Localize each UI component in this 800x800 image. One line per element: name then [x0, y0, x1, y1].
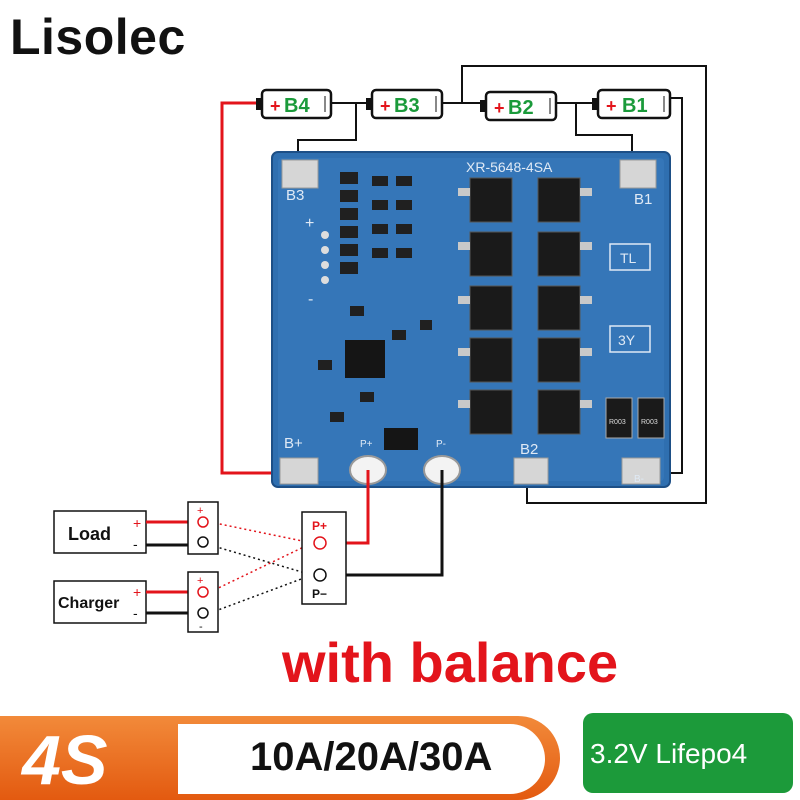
- pad-b2: [513, 457, 549, 485]
- control-ic: [345, 340, 385, 378]
- current-box: [178, 724, 545, 794]
- battery-label: B3: [394, 95, 420, 117]
- pad-bplus: [279, 457, 319, 485]
- current-ratings: 10A/20A/30A: [250, 735, 493, 779]
- wire-b1-pad: [575, 103, 633, 162]
- pad-b1: [619, 159, 657, 189]
- shunt-label-right: R003: [641, 419, 658, 426]
- balance-resistors: [340, 172, 412, 274]
- wiring-diagram: + B4 + B3 + B2 + B1 XR-5648-4: [53, 65, 707, 633]
- battery-label: B4: [284, 95, 310, 117]
- pad-b3: [281, 159, 319, 189]
- charger-minus: -: [133, 605, 138, 621]
- shunt-resistor-right: [637, 397, 665, 439]
- battery-plus: +: [380, 96, 391, 116]
- shunt-resistor-left: [605, 397, 633, 439]
- pad-bminus: [621, 457, 661, 485]
- battery-plus: +: [494, 98, 505, 118]
- svg-text:+: +: [197, 575, 203, 587]
- load-plus: +: [133, 515, 141, 531]
- charger-label: Charger: [58, 595, 119, 612]
- label-b1: B1: [634, 191, 652, 208]
- label-b2: B2: [520, 441, 538, 458]
- diode: [384, 428, 418, 450]
- board-model: XR-5648-4SA: [466, 159, 553, 175]
- wire-pminus: [328, 470, 444, 577]
- output-terminal: P+ P−: [301, 511, 347, 605]
- charger-block: Charger + - + -: [53, 571, 219, 633]
- silk-tl: TL: [620, 250, 637, 266]
- brand-title: Lisolec: [10, 9, 186, 65]
- charger-plus: +: [133, 584, 141, 600]
- battery-b2: + B2: [480, 90, 558, 122]
- label-pplus-silk: P+: [360, 439, 373, 450]
- mosfet-array: [469, 177, 581, 435]
- svg-text:-: -: [199, 621, 203, 633]
- silk-3y: 3Y: [618, 332, 636, 348]
- terminal-pminus-label: P−: [312, 587, 327, 601]
- shunt-label-left: R003: [609, 419, 626, 426]
- wire-b4-to-bplus: [220, 101, 290, 475]
- headline-with-balance: with balance: [282, 631, 619, 694]
- silk-minus: -: [308, 291, 313, 308]
- label-b3: B3: [286, 187, 304, 204]
- battery-plus: +: [606, 96, 617, 116]
- terminal-pplus-label: P+: [312, 519, 327, 533]
- battery-plus: +: [270, 96, 281, 116]
- bms-board: XR-5648-4SA B3 B1 B+ B2 B- P+ P- + - TL …: [271, 151, 671, 488]
- silk-plus: +: [305, 215, 314, 232]
- battery-label: B1: [622, 95, 648, 117]
- label-bplus: B+: [284, 435, 303, 452]
- svg-text:+: +: [197, 505, 203, 517]
- load-minus: -: [133, 536, 138, 552]
- battery-label: B2: [508, 97, 534, 119]
- chemistry-badge: [583, 713, 793, 793]
- battery-b1: + B1: [592, 88, 672, 120]
- svg-text:-: -: [199, 548, 203, 560]
- chemistry-text: 3.2V Lifepo4: [590, 738, 748, 769]
- label-pminus-silk: P-: [436, 439, 446, 450]
- wire-b2-pad: [461, 65, 707, 504]
- label-bminus: B-: [634, 474, 644, 485]
- load-label: Load: [68, 524, 111, 544]
- battery-b3: + B3: [366, 88, 444, 120]
- load-block: Load + - + -: [53, 501, 219, 560]
- battery-b4: + B4: [256, 88, 333, 120]
- cell-count: 4S: [22, 721, 108, 799]
